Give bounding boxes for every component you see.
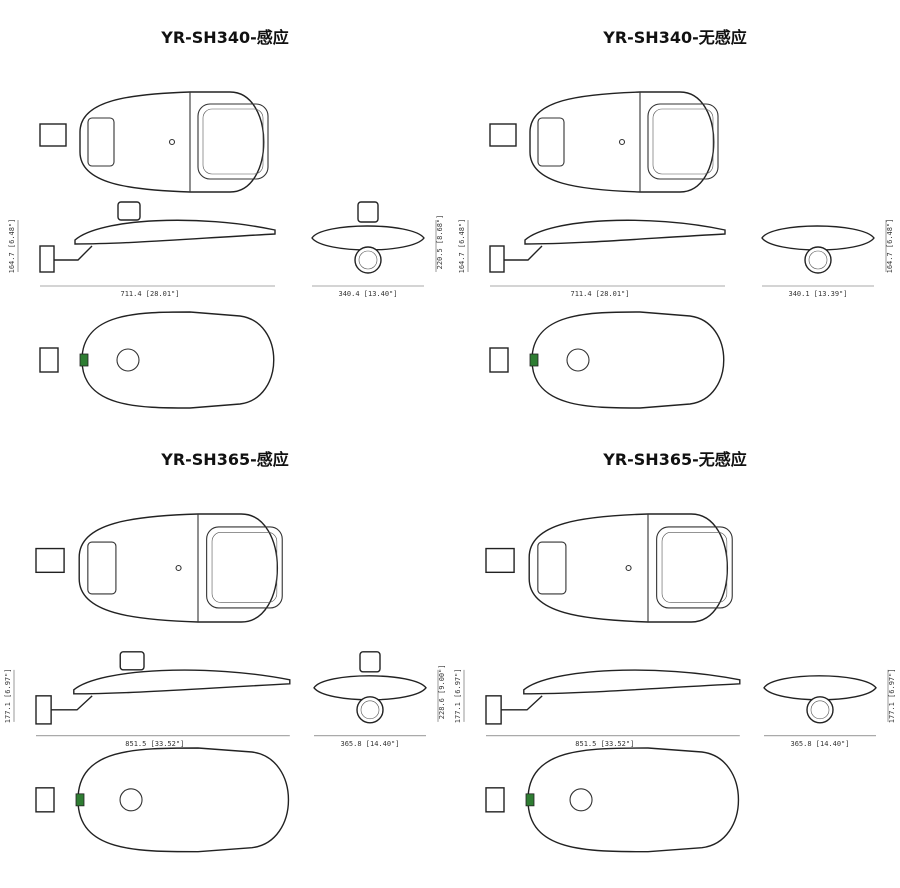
- width-dimension: 340.1 [13.39"]: [788, 290, 847, 298]
- length-dimension: 851.5 [33.52"]: [575, 740, 634, 748]
- front-view: 365.8 [14.40"] 177.1 [6.97"]: [763, 668, 896, 748]
- width-dimension: 365.8 [14.40"]: [790, 740, 849, 748]
- drawing-canvas: 711.4 [28.01"]164.7 [6.48"]340.1 [13.39"…: [458, 91, 894, 409]
- panel-title: YR-SH340-无感应: [603, 28, 747, 47]
- body-height-dimension: 177.1 [6.97"]: [454, 668, 462, 723]
- front-view: 340.1 [13.39"] 164.7 [6.48"]: [761, 219, 894, 298]
- sensor-icon: [119, 651, 145, 671]
- sensor-icon: [357, 201, 379, 223]
- width-dimension: 340.4 [13.40"]: [338, 290, 397, 298]
- panel-title: YR-SH365-无感应: [603, 450, 747, 469]
- panel-sh340-no-sensor: YR-SH340-无感应 711.4 [28.01"] 164.7 [6.48"]…: [450, 0, 900, 444]
- bottom-view: [485, 747, 740, 853]
- front-view: 340.4 [13.40"] 220.5 [8.68"]: [311, 201, 444, 298]
- bottom-view: [489, 311, 725, 409]
- width-dimension: 365.8 [14.40"]: [340, 740, 399, 748]
- side-view: 711.4 [28.01"] 164.7 [6.48"]: [8, 201, 276, 298]
- front-view: 365.8 [14.40"] 228.6 [9.00"]: [313, 651, 446, 748]
- drawing-canvas: 851.5 [33.52"] 177.1 [6.97"] 365.8 [14.40"…: [4, 513, 446, 853]
- indicator-icon: [79, 353, 89, 367]
- panel-title: YR-SH340-感应: [161, 28, 289, 47]
- drawing-canvas: 711.4 [28.01"] 164.7 [6.48"] 340.4 [13.40"…: [8, 91, 444, 409]
- panel-sh365-no-sensor: YR-SH365-无感应 851.5 [33.52"] 177.1 [6.97"]…: [450, 422, 900, 866]
- sensor-icon: [359, 651, 381, 673]
- body-height-dimension: 164.7 [6.48"]: [458, 219, 466, 274]
- side-view: 851.5 [33.52"] 177.1 [6.97"]: [454, 668, 741, 748]
- side-view: 711.4 [28.01"] 164.7 [6.48"]: [458, 219, 726, 298]
- indicator-icon: [75, 793, 85, 807]
- panel-sh365-sensor: YR-SH365-感应 851.5 [33.52"] 177.1 [6.97"] 3…: [0, 422, 450, 866]
- length-dimension: 711.4 [28.01"]: [570, 290, 629, 298]
- indicator-icon: [525, 793, 535, 807]
- top-view: [489, 91, 719, 193]
- panel-title: YR-SH365-感应: [161, 450, 289, 469]
- length-dimension: 711.4 [28.01"]: [120, 290, 179, 298]
- body-height-dimension: 164.7 [6.48"]: [886, 219, 894, 274]
- drawing-canvas: 851.5 [33.52"]177.1 [6.97"]365.8 [14.40"…: [454, 513, 896, 853]
- panel-sh340-sensor: YR-SH340-感应 711.4 [28.01"] 164.7 [6.48"] 3…: [0, 0, 450, 444]
- body-height-dimension: 177.1 [6.97"]: [4, 668, 12, 723]
- total-height-dimension: 220.5 [8.68"]: [436, 215, 444, 270]
- top-view: [35, 513, 283, 623]
- top-view: [39, 91, 269, 193]
- top-view: [485, 513, 733, 623]
- body-height-dimension: 164.7 [6.48"]: [8, 219, 16, 274]
- sensor-icon: [117, 201, 141, 221]
- indicator-icon: [529, 353, 539, 367]
- length-dimension: 851.5 [33.52"]: [125, 740, 184, 748]
- total-height-dimension: 228.6 [9.00"]: [438, 664, 446, 719]
- bottom-view: [35, 747, 290, 853]
- body-height-dimension: 177.1 [6.97"]: [888, 668, 896, 723]
- bottom-view: [39, 311, 275, 409]
- side-view: 851.5 [33.52"] 177.1 [6.97"]: [4, 651, 291, 748]
